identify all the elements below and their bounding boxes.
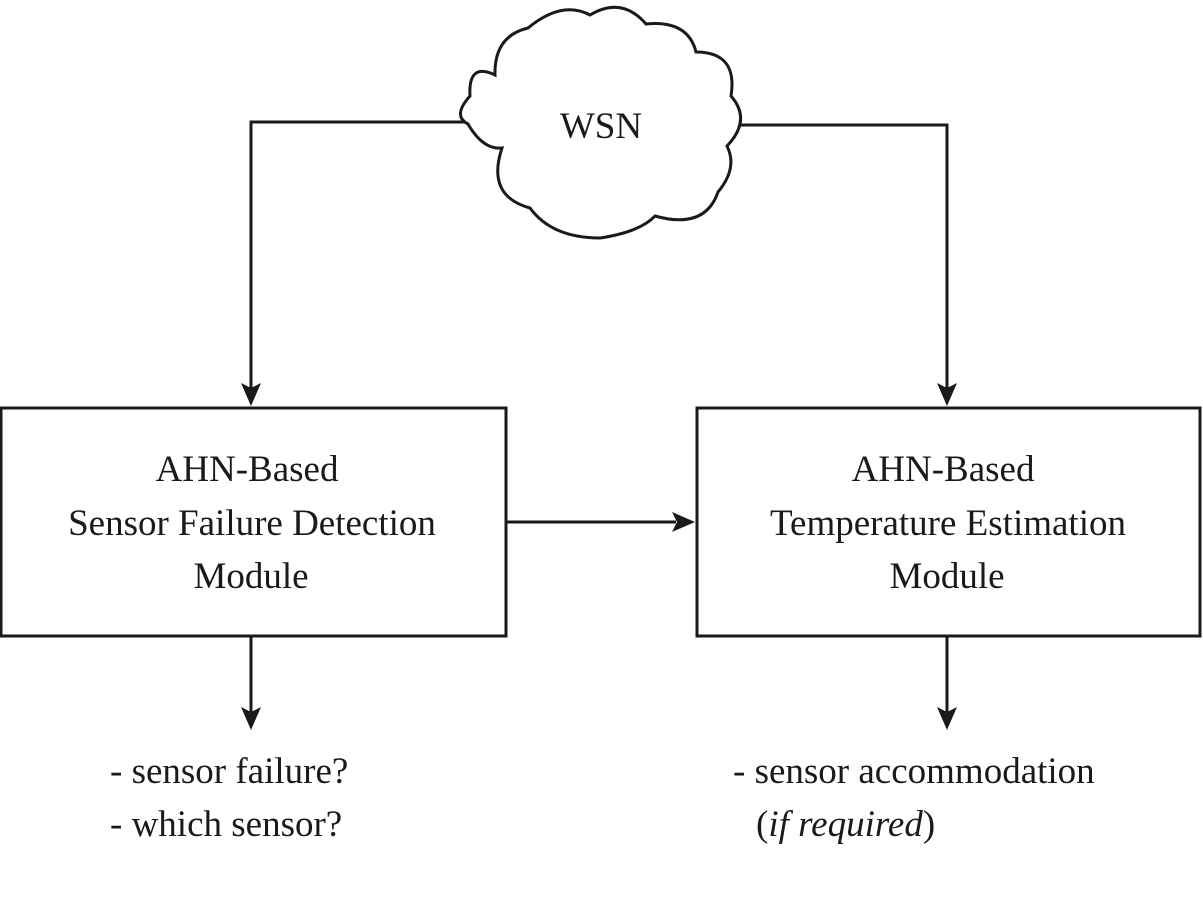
arrowheads xyxy=(241,383,957,730)
connectors xyxy=(249,120,949,712)
detection-outputs: - sensor failure? - which sensor? xyxy=(110,751,348,845)
arrowhead-detection-in xyxy=(241,383,261,406)
edge-wsn-to-detection xyxy=(249,120,468,388)
arrowhead-detection-to-estimation xyxy=(672,512,695,532)
estimation-module-box xyxy=(695,406,1202,638)
estimation-output-line-2: (if required) xyxy=(756,804,935,845)
detection-module-box xyxy=(0,406,508,638)
estimation-module: AHN-Based Temperature Estimation Module xyxy=(695,406,1202,638)
estimation-outputs: - sensor accommodation (if required) xyxy=(733,751,1095,845)
arrowhead-detection-out xyxy=(241,707,261,730)
detection-output-line-2: - which sensor? xyxy=(110,804,342,845)
cloud-shape xyxy=(459,5,742,240)
estimation-output-italic: if required xyxy=(768,804,923,845)
estimation-module-line-3: Module xyxy=(889,556,1004,597)
estimation-module-line-2: Temperature Estimation xyxy=(770,503,1126,544)
detection-module-line-2: Sensor Failure Detection xyxy=(68,503,436,544)
detection-module-line-3: Module xyxy=(193,556,308,597)
detection-module: AHN-Based Sensor Failure Detection Modul… xyxy=(0,406,508,638)
detection-module-line-1: AHN-Based xyxy=(156,449,339,490)
estimation-output-line-1: - sensor accommodation xyxy=(733,751,1095,792)
estimation-output-paren-close: ) xyxy=(923,804,935,845)
estimation-output-paren-open: ( xyxy=(756,804,768,845)
detection-output-line-1: - sensor failure? xyxy=(110,751,348,792)
estimation-module-line-1: AHN-Based xyxy=(852,449,1035,490)
cloud-label: WSN xyxy=(560,106,642,147)
wsn-cloud: WSN xyxy=(459,5,742,240)
edge-wsn-to-estimation xyxy=(738,123,949,388)
arrowhead-estimation-out xyxy=(937,707,957,730)
arrowhead-estimation-in xyxy=(937,383,957,406)
